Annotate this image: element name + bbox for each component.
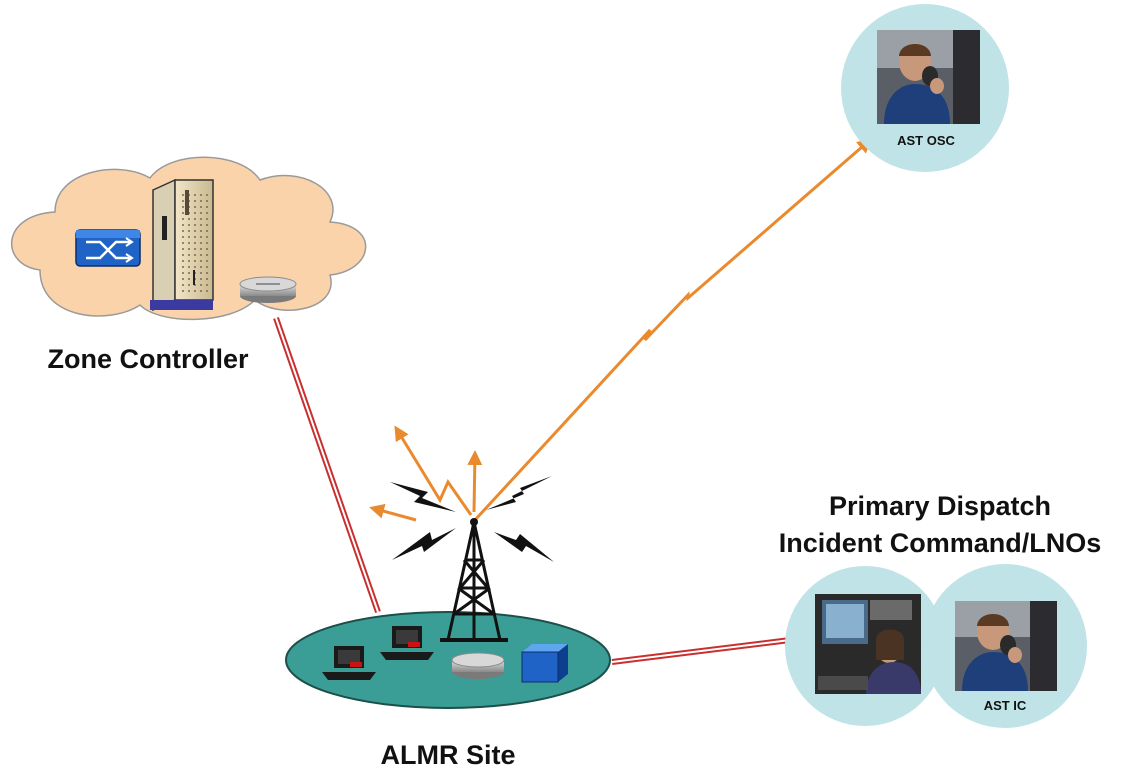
switch-icon bbox=[75, 229, 141, 267]
router-icon bbox=[239, 276, 297, 303]
antenna-tip-icon bbox=[470, 518, 478, 526]
ast-osc-node: AST OSC bbox=[841, 4, 1009, 172]
dispatcher-photo bbox=[815, 594, 921, 694]
link-zone-to-site bbox=[273, 317, 381, 613]
server-cabinet-icon bbox=[150, 178, 214, 312]
router-icon bbox=[451, 652, 505, 679]
transmission-arrows bbox=[369, 425, 483, 522]
dispatch-nodes: AST IC bbox=[785, 564, 1087, 728]
computer-icon bbox=[380, 626, 434, 660]
person-photo bbox=[877, 30, 980, 124]
lightning-bolt-icons bbox=[390, 476, 554, 562]
primary-dispatch-label: Primary Dispatch bbox=[829, 491, 1051, 521]
ast-ic-photo bbox=[955, 601, 1057, 691]
zone-controller-label: Zone Controller bbox=[48, 344, 249, 374]
ast-ic-label: AST IC bbox=[984, 698, 1027, 713]
zone-controller-cloud bbox=[10, 156, 367, 321]
almr-site bbox=[285, 518, 611, 709]
incident-command-label: Incident Command/LNOs bbox=[779, 528, 1102, 558]
switch-box-icon bbox=[521, 644, 568, 683]
computer-icon bbox=[322, 646, 376, 680]
link-site-to-dispatch bbox=[611, 637, 791, 665]
ast-osc-label: AST OSC bbox=[897, 133, 955, 148]
almr-site-label: ALMR Site bbox=[381, 740, 516, 770]
radio-link-to-osc bbox=[473, 138, 873, 522]
radio-tower-icon bbox=[440, 521, 508, 642]
